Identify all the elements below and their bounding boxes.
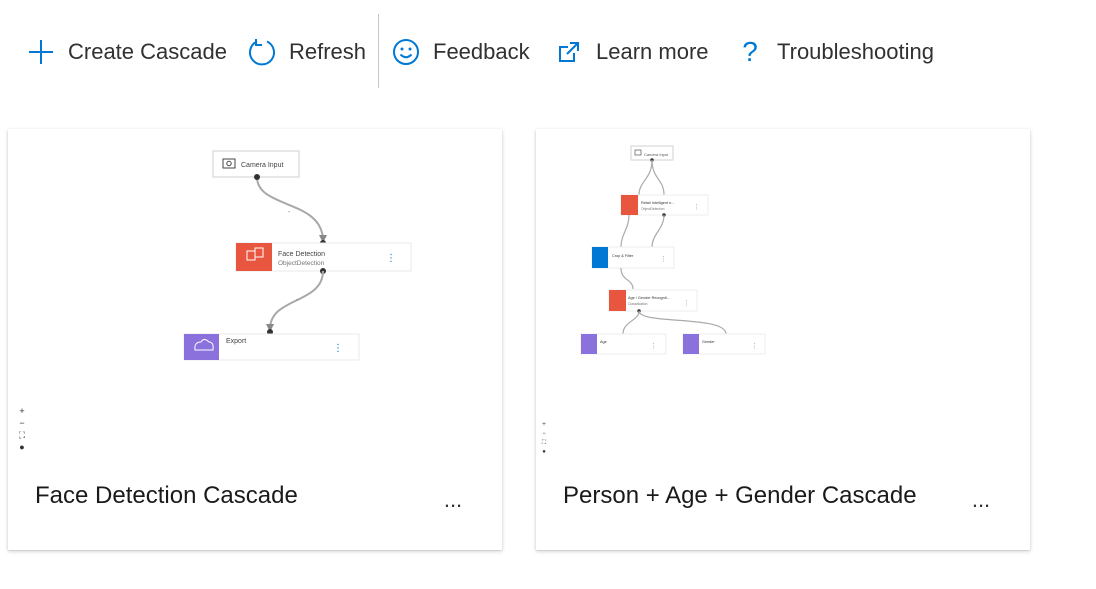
feedback-button[interactable]: Feedback: [391, 30, 530, 74]
refresh-icon: [247, 37, 277, 67]
troubleshooting-link[interactable]: ? Troubleshooting: [735, 30, 934, 74]
toolbar-divider: [378, 14, 379, 88]
learn-more-label: Learn more: [596, 39, 709, 64]
zoom-out-button[interactable]: −: [19, 418, 25, 428]
cascade-card-person-age-gender[interactable]: Camera Input Retail Intelligent n... Obj…: [536, 129, 1030, 550]
age-gender-subtitle: Classification: [628, 302, 648, 306]
card-more-options-button[interactable]: ...: [971, 487, 991, 512]
face-detection-node: Face Detection ObjectDetection ⋮: [235, 242, 412, 272]
export-node: Export ⋮: [183, 333, 360, 361]
face-detection-title: Face Detection: [278, 251, 325, 258]
gender-title: Gender: [702, 340, 715, 344]
plus-icon: [26, 37, 56, 67]
lock-button[interactable]: ●: [542, 449, 546, 455]
gender-export-node: Gender ⋮: [682, 333, 766, 355]
crop-filter-node: Crop & Filter ⋮: [591, 246, 675, 269]
camera-input-label: Camera Input: [644, 152, 669, 157]
card-more-options-button[interactable]: ...: [443, 487, 463, 512]
camera-input-node: Camera Input: [630, 145, 674, 161]
person-detection-subtitle: ObjectDetection: [641, 207, 665, 211]
crop-filter-title: Crop & Filter: [612, 254, 634, 258]
svg-text:-: -: [288, 209, 291, 216]
node-menu-icon: ⋮: [386, 253, 396, 264]
command-bar: Create Cascade Refresh Feedback Learn mo…: [0, 0, 1096, 100]
smiley-icon: [391, 37, 421, 67]
card-title: Person + Age + Gender Cascade: [563, 482, 917, 509]
feedback-label: Feedback: [433, 39, 530, 64]
fit-view-button[interactable]: ⛶: [541, 440, 547, 446]
fit-view-button[interactable]: ⛶: [18, 430, 26, 440]
zoom-out-button[interactable]: −: [542, 431, 546, 437]
export-title: Export: [226, 338, 246, 345]
refresh-button[interactable]: Refresh: [247, 30, 366, 74]
cascade-graph-preview: Camera Input Retail Intelligent n... Obj…: [536, 129, 1030, 464]
svg-text:⋮: ⋮: [683, 300, 690, 307]
card-title: Face Detection Cascade: [35, 482, 298, 509]
create-cascade-button[interactable]: Create Cascade: [26, 30, 227, 74]
node-menu-icon: ⋮: [333, 343, 343, 354]
svg-text:-: -: [296, 297, 299, 304]
learn-more-link[interactable]: Learn more: [554, 30, 709, 74]
graph-zoom-controls: + − ⛶ ●: [16, 405, 28, 453]
troubleshooting-label: Troubleshooting: [777, 39, 934, 64]
age-export-node: Age ⋮: [580, 333, 667, 355]
question-icon: ?: [742, 36, 758, 67]
cascade-card-face-detection[interactable]: Camera Input - Face Detection ObjectDete…: [8, 129, 502, 550]
zoom-in-button[interactable]: +: [19, 406, 25, 416]
graph-zoom-controls: + − ⛶ ●: [538, 421, 550, 457]
camera-input-label: Camera Input: [241, 162, 283, 169]
refresh-label: Refresh: [289, 39, 367, 64]
svg-text:⋮: ⋮: [650, 343, 657, 350]
create-cascade-label: Create Cascade: [68, 39, 227, 64]
age-title: Age: [600, 340, 607, 344]
svg-text:⋮: ⋮: [693, 204, 700, 211]
svg-text:⋮: ⋮: [751, 343, 758, 350]
person-detection-title: Retail Intelligent n...: [641, 201, 674, 205]
age-gender-node: Age / Gender Recognit... Classification …: [608, 289, 698, 312]
cascade-graph-preview: Camera Input - Face Detection ObjectDete…: [8, 129, 502, 464]
lock-button[interactable]: ●: [19, 442, 25, 452]
zoom-in-button[interactable]: +: [542, 422, 546, 428]
face-detection-subtitle: ObjectDetection: [278, 260, 325, 267]
age-gender-title: Age / Gender Recognit...: [628, 296, 670, 300]
svg-text:⋮: ⋮: [660, 256, 667, 263]
camera-input-node: Camera Input: [212, 150, 300, 178]
external-link-icon: [554, 37, 584, 67]
person-detection-node: Retail Intelligent n... ObjectDetection …: [620, 194, 709, 216]
